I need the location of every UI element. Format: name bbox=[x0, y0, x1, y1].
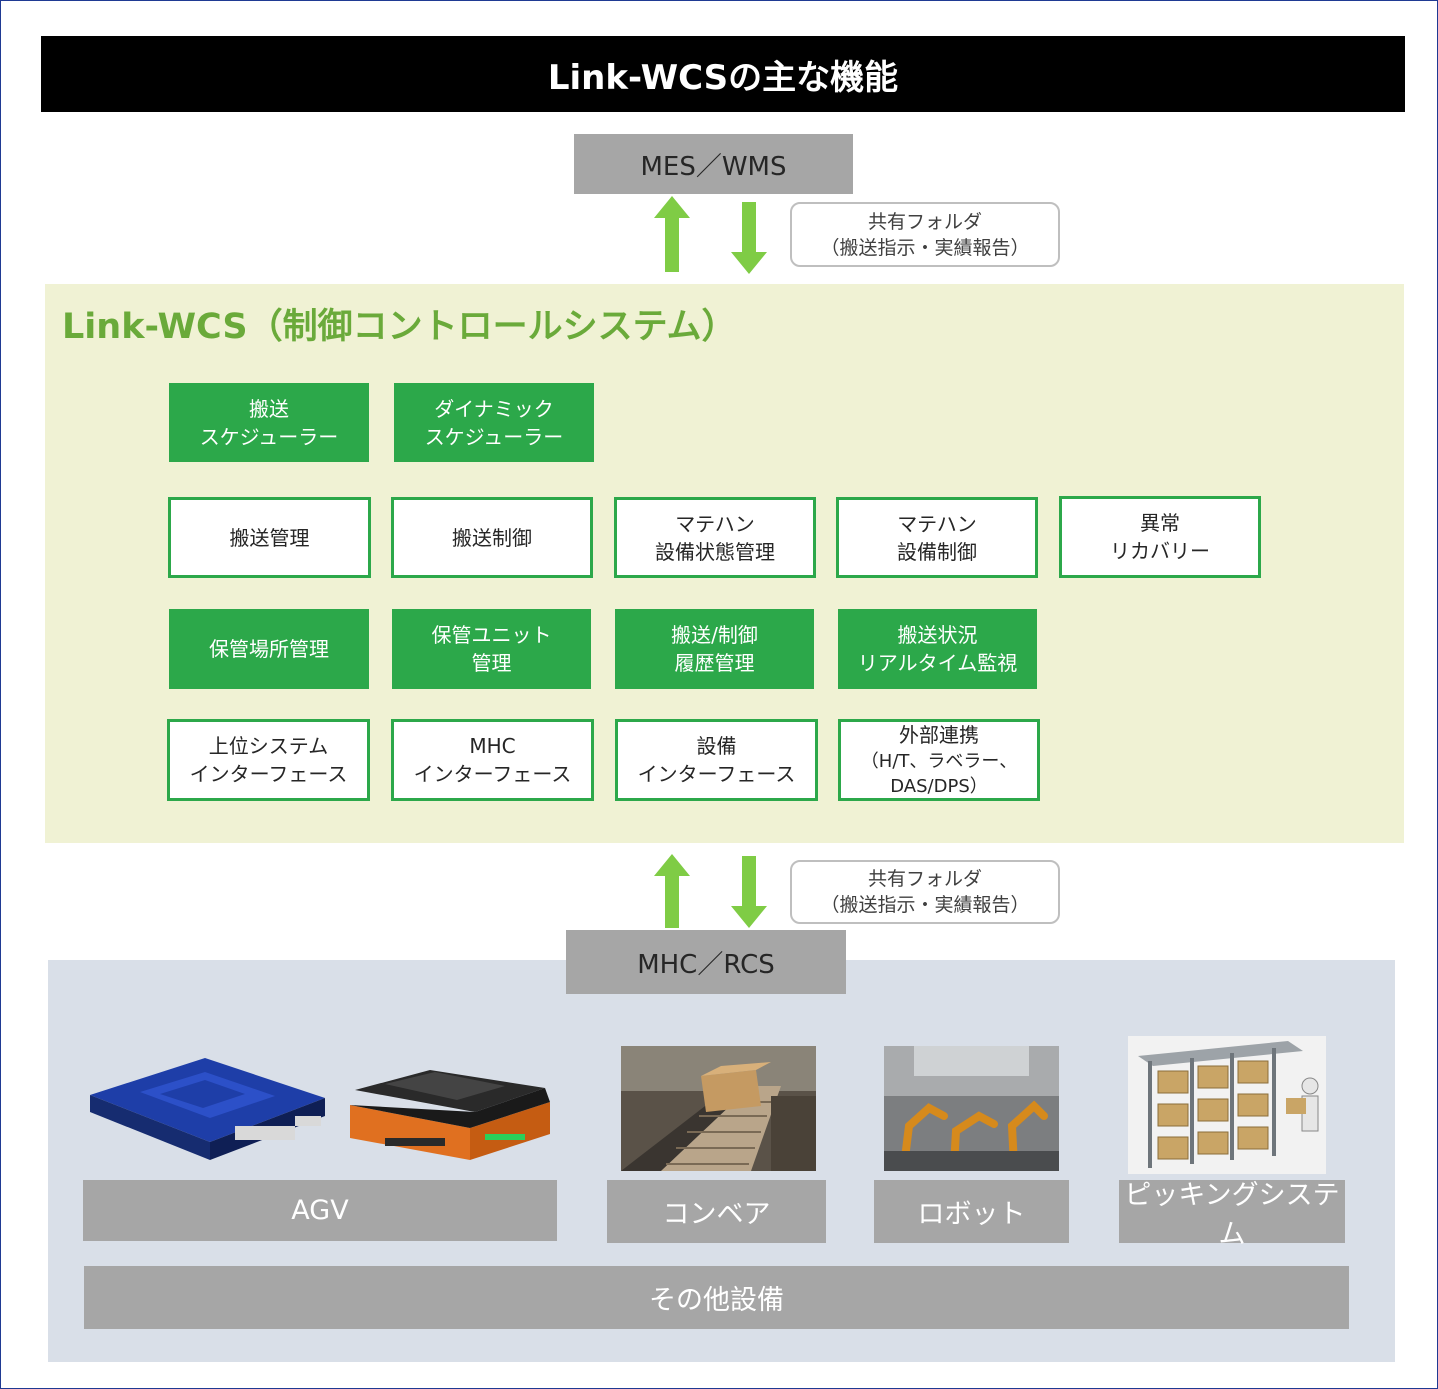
picking-image bbox=[1128, 1036, 1326, 1174]
conveyor-image bbox=[621, 1046, 816, 1171]
function-equipment-interface: 設備インターフェース bbox=[615, 719, 818, 801]
function-error-recovery: 異常リカバリー bbox=[1059, 496, 1261, 578]
equipment-picking-label: ピッキングシステム bbox=[1119, 1180, 1345, 1250]
agv-image bbox=[90, 1058, 550, 1160]
arrow-down-icon bbox=[731, 856, 767, 928]
function-transport-management: 搬送管理 bbox=[168, 497, 371, 578]
function-upper-system-interface: 上位システムインターフェース bbox=[167, 719, 370, 801]
wcs-title: Link-WCS（制御コントロールシステム） bbox=[62, 307, 737, 347]
function-dynamic-scheduler: ダイナミックスケジューラー bbox=[394, 383, 594, 462]
function-storage-location: 保管場所管理 bbox=[169, 609, 369, 689]
function-external-integration: 外部連携 （H/T、ラベラー、 DAS/DPS） bbox=[838, 719, 1040, 801]
equipment-robot-label: ロボット bbox=[874, 1180, 1069, 1243]
function-history: 搬送/制御履歴管理 bbox=[615, 609, 814, 689]
other-equipment-bar: その他設備 bbox=[84, 1266, 1349, 1329]
function-transport-scheduler: 搬送スケジューラー bbox=[169, 383, 369, 462]
mes-wms-box: MES／WMS bbox=[574, 134, 853, 194]
arrow-up-icon bbox=[654, 854, 690, 928]
equipment-agv-label: AGV bbox=[83, 1180, 557, 1241]
robot-image bbox=[884, 1046, 1059, 1171]
function-realtime-monitor: 搬送状況リアルタイム監視 bbox=[838, 609, 1037, 689]
function-storage-unit: 保管ユニット管理 bbox=[392, 609, 591, 689]
arrow-up-icon bbox=[654, 196, 690, 272]
page-title: Link-WCSの主な機能 bbox=[41, 36, 1405, 112]
equipment-conveyor-label: コンベア bbox=[607, 1180, 826, 1243]
function-transport-control: 搬送制御 bbox=[391, 497, 593, 578]
shared-folder-note-bottom: 共有フォルダ （搬送指示・実績報告） bbox=[790, 860, 1060, 924]
function-equipment-status: マテハン設備状態管理 bbox=[614, 497, 816, 578]
shared-folder-note-top: 共有フォルダ （搬送指示・実績報告） bbox=[790, 202, 1060, 267]
arrow-down-icon bbox=[731, 202, 767, 274]
function-equipment-control: マテハン設備制御 bbox=[836, 497, 1038, 578]
mhc-rcs-box: MHC／RCS bbox=[566, 930, 846, 994]
